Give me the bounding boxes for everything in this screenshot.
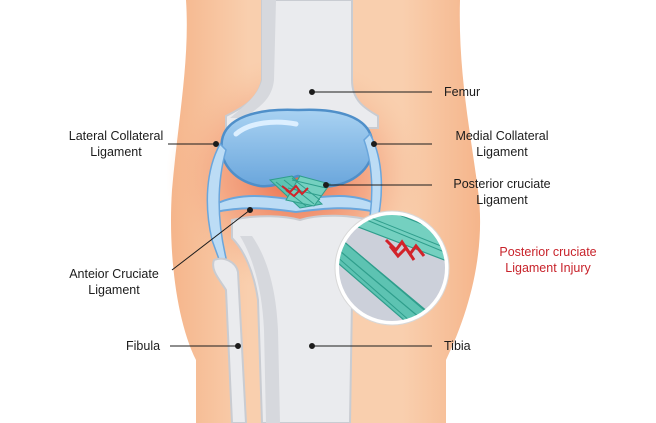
label-posterior-cruciate-ligament: Posterior cruciate Ligament xyxy=(453,177,551,207)
fibula-bone xyxy=(212,257,248,423)
zoom-callout-ring xyxy=(335,211,449,325)
femur-shade xyxy=(230,0,276,118)
tibia-shade xyxy=(240,236,280,423)
label-lateral-collateral-ligament: Lateral Collateral Ligament xyxy=(68,129,164,159)
label-femur: Femur xyxy=(444,85,481,99)
label-tibia: Tibia xyxy=(444,339,471,353)
cartilage-top xyxy=(220,108,374,188)
label-anterior-cruciate-ligament: Anteior Cruciate Ligament xyxy=(69,267,159,297)
cartilage-highlight xyxy=(233,119,299,137)
leader-lines xyxy=(168,89,432,349)
label-medial-collateral-ligament: Medial Collateral Ligament xyxy=(455,129,549,159)
label-fibula: Fibula xyxy=(126,339,161,353)
cruciate-ligaments xyxy=(268,175,331,209)
label-posterior-cruciate-ligament-injury: Posterior cruciate Ligament Injury xyxy=(499,245,597,275)
